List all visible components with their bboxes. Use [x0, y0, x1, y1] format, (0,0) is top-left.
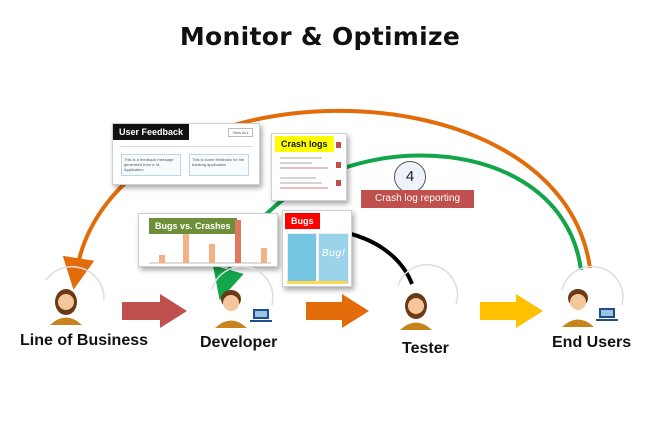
- user-feedback-tag: User Feedback: [113, 124, 190, 140]
- end-user-man-icon: [561, 265, 624, 327]
- crash-logs-card: Crash logs: [271, 133, 347, 201]
- mini-bar-chart: [149, 220, 271, 264]
- crash-log-lines: [280, 142, 341, 189]
- crash-logs-tag: Crash logs: [275, 136, 334, 152]
- tester-woman-icon: [397, 263, 459, 330]
- laptop-icon: [596, 308, 618, 321]
- user-feedback-card: User Feedback View ALL This is a feedbac…: [112, 123, 260, 185]
- page-title: Monitor & Optimize: [179, 22, 461, 51]
- bug-scribble-text: Bug!: [322, 248, 346, 259]
- role-label-line-of-business: Line of Business: [20, 332, 149, 349]
- bugs-tag: Bugs: [285, 213, 320, 229]
- arrow-tester-to-end-users: [480, 294, 543, 328]
- bugs-vs-crashes-card: Bugs vs. Crashes: [138, 213, 278, 267]
- view-all-button: View ALL: [228, 128, 253, 137]
- bugs-card: Bugs Bug!: [282, 210, 352, 287]
- bugs-vs-crashes-tag: Bugs vs. Crashes: [149, 218, 237, 234]
- laptop-icon: [250, 309, 272, 322]
- role-label-developer: Developer: [200, 334, 278, 351]
- step-label: Crash log reporting: [361, 190, 474, 208]
- feedback-item-2: This is some feedback for the banking ap…: [189, 154, 249, 176]
- developer-man-icon: [211, 265, 274, 328]
- arrow-lob-to-developer: [122, 294, 187, 328]
- bug-screenshot-right: Bug!: [318, 233, 349, 284]
- bug-screenshot-left: [287, 233, 317, 284]
- business-woman-icon: [45, 265, 105, 325]
- arrow-developer-to-tester: [306, 294, 369, 328]
- feedback-item-1: This is a feedback message generated fro…: [121, 154, 181, 176]
- role-label-tester: Tester: [402, 340, 449, 357]
- orange-feedback-arc: [62, 108, 592, 290]
- role-label-end-users: End Users: [552, 334, 632, 351]
